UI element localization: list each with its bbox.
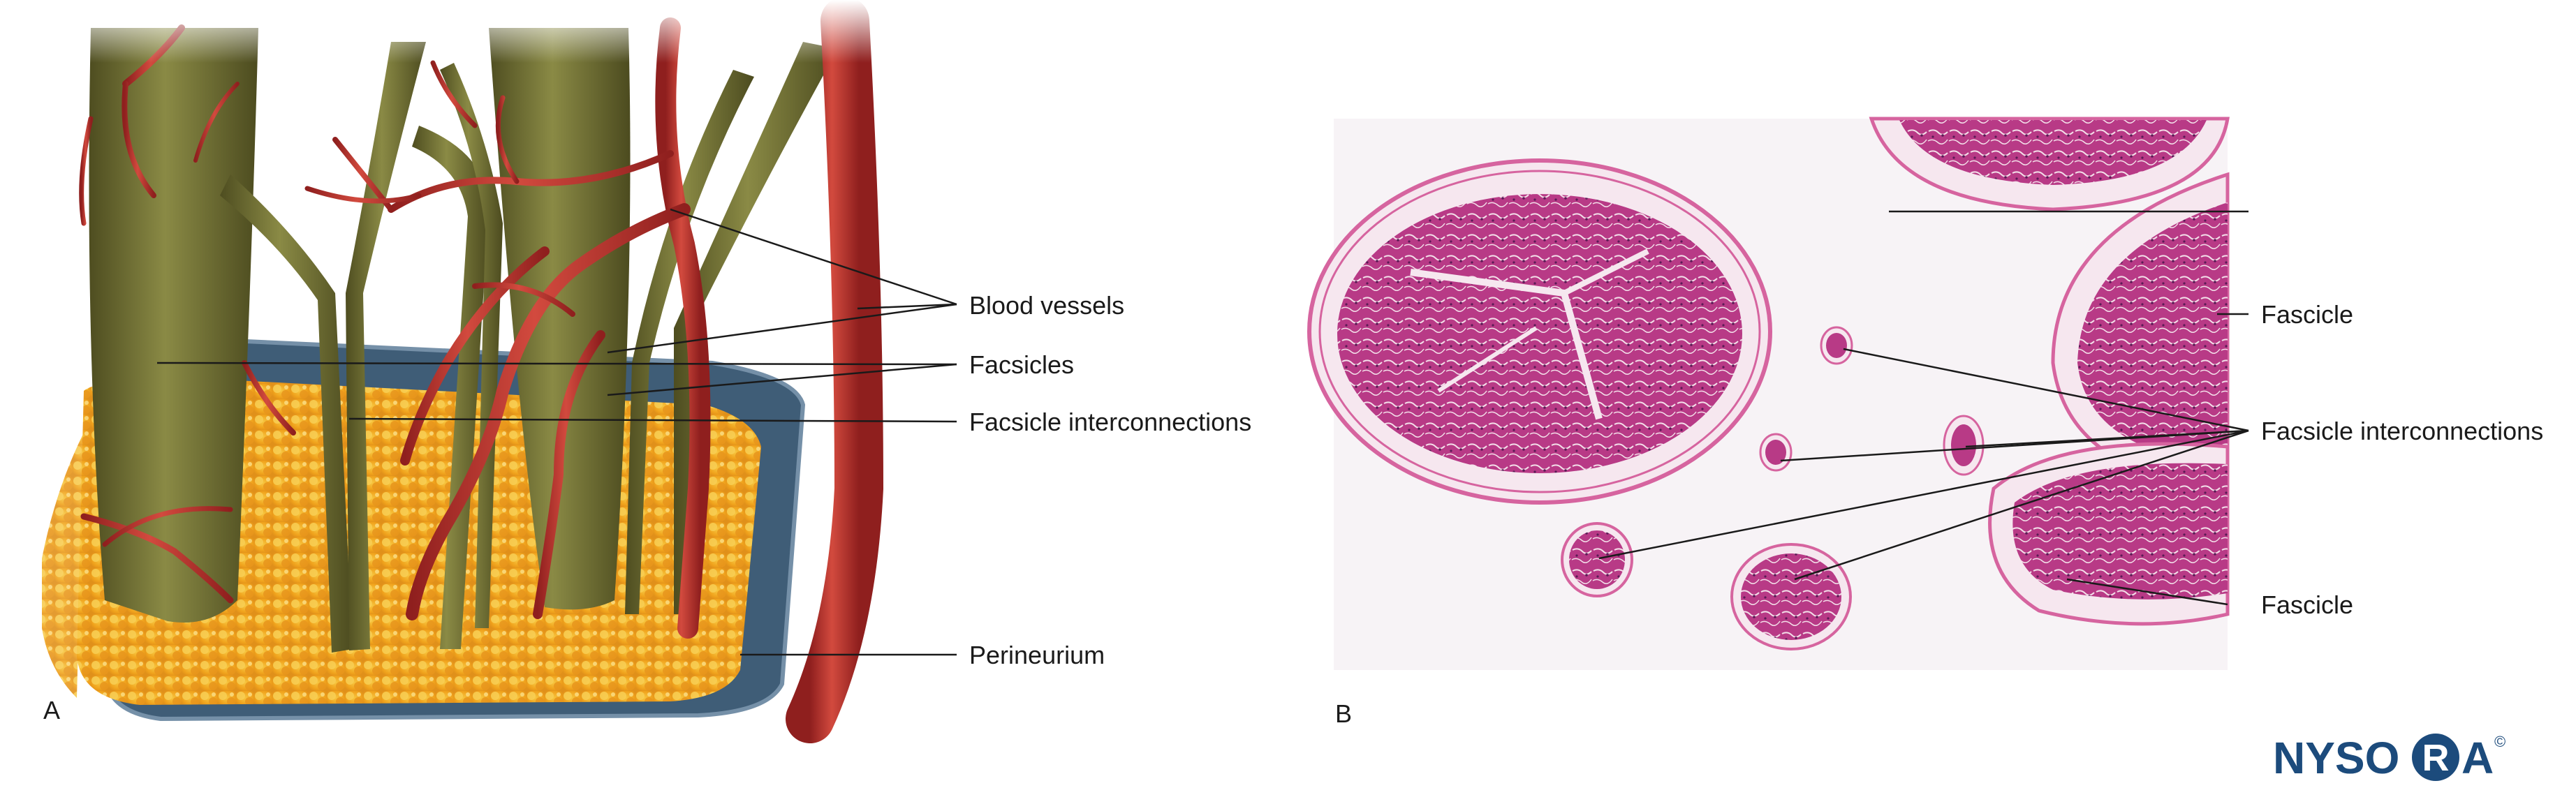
logo-text-right: A — [2461, 733, 2494, 783]
panel-letter-a: A — [43, 696, 60, 724]
fascicle-top — [1869, 117, 2230, 211]
panel-b-histology — [1307, 117, 2230, 670]
nerve-trunk-middle — [489, 28, 631, 610]
panel-a-leader-lines — [156, 208, 957, 656]
nerve-trunk-left — [89, 28, 258, 623]
nysora-logo: NYSO R A © — [2273, 733, 2505, 783]
panel-b-leader-lines — [1598, 210, 2249, 606]
label-blood-vessels: Blood vessels — [969, 291, 1124, 320]
label-perineurium: Perineurium — [969, 641, 1105, 669]
logo-r-circle — [2412, 734, 2459, 781]
logo-copyright-mark: © — [2494, 733, 2505, 750]
fascicle-right-upper — [2051, 172, 2230, 491]
logo-text-circle: R — [2422, 737, 2450, 779]
label-facsicle-interconnections-a: Facsicle interconnections — [969, 408, 1251, 436]
label-facsicles: Facsicles — [969, 350, 1074, 379]
label-facsicle-interconnections-b: Facsicle interconnections — [2261, 417, 2543, 445]
panel-letter-b: B — [1335, 699, 1352, 728]
label-fascicle-top: Fascicle — [2261, 300, 2353, 329]
fascicle-large-left — [1307, 158, 1772, 505]
logo-text-left: NYSO — [2273, 733, 2399, 783]
fascicle-right-lower — [1988, 442, 2230, 626]
panel-a-illustration — [42, 0, 964, 743]
label-fascicle-bottom: Fascicle — [2261, 590, 2353, 619]
interconnection-fascicles — [1561, 326, 1985, 650]
